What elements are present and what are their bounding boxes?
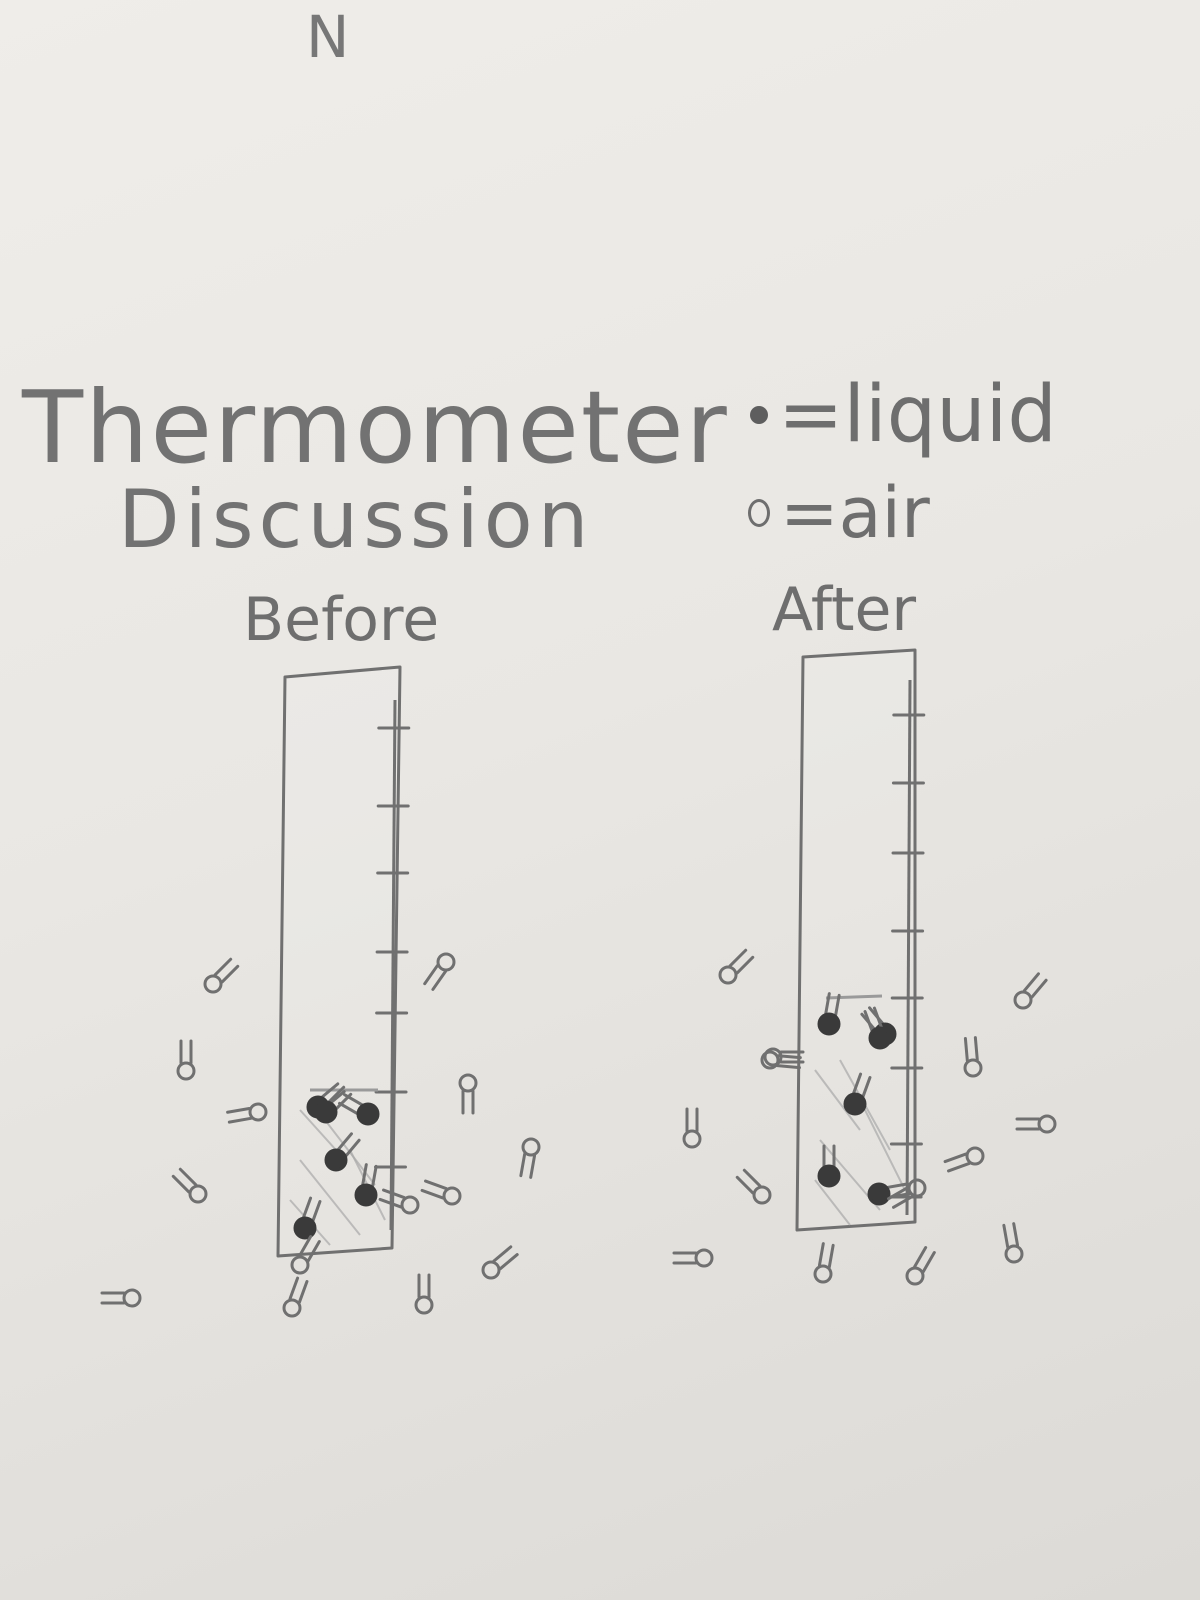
before-air-particle [519, 1137, 541, 1179]
before-air-particle [420, 1179, 462, 1206]
before-air-particle [378, 1188, 420, 1215]
legend-liquid: =liquid [750, 370, 1057, 460]
after-air-particle [1015, 1114, 1057, 1134]
before-thermometer [100, 665, 541, 1318]
air-circle-icon [748, 499, 770, 527]
after-thermometer [672, 648, 1057, 1286]
before-air-particle [481, 1245, 519, 1280]
after-scale-line [905, 679, 912, 1216]
after-liquid-particle [867, 1182, 911, 1206]
legend-liquid-label: =liquid [778, 370, 1057, 460]
after-air-particle [672, 1248, 714, 1268]
before-liquid-particle [354, 1163, 378, 1207]
after-air-particle [905, 1246, 936, 1286]
before-liquid-particle [293, 1196, 322, 1240]
after-liquid-particle [817, 992, 841, 1036]
before-scale-line [389, 699, 397, 1231]
after-air-particle [760, 1050, 802, 1070]
before-air-particle [458, 1073, 478, 1115]
after-air-particle [1002, 1222, 1024, 1264]
after-air-particle [887, 1178, 927, 1209]
before-air-particle [282, 1276, 309, 1318]
before-liquid-shading [299, 1159, 361, 1236]
before-air-particle [176, 1039, 196, 1081]
after-air-particle [718, 948, 755, 985]
before-air-particle [290, 1235, 321, 1275]
liquid-dot-icon [750, 406, 768, 424]
legend-air: =air [748, 472, 930, 554]
title-line-1: Thermometer [22, 369, 729, 486]
name-mark: N [306, 3, 350, 71]
before-air-particle [423, 952, 456, 991]
after-label: After [772, 575, 917, 645]
before-air-particle [171, 1167, 208, 1204]
after-liquid-shading [814, 1179, 851, 1226]
before-liquid-particle [324, 1132, 361, 1172]
after-liquid-particle [817, 1144, 841, 1188]
after-air-particle [682, 1107, 702, 1149]
after-liquid-shading [859, 1099, 906, 1191]
before-air-particle [100, 1288, 142, 1308]
after-air-particle [735, 1168, 772, 1205]
after-air-particle [943, 1146, 985, 1173]
after-liquid-particle [843, 1072, 872, 1116]
before-label: Before [243, 585, 440, 655]
after-air-particle [813, 1242, 835, 1284]
after-liquid-particle [863, 1006, 892, 1050]
before-air-particle [203, 957, 240, 994]
after-liquid-shading [814, 1069, 861, 1131]
legend-air-label: =air [780, 472, 930, 554]
after-liquid-level [825, 994, 883, 1000]
before-air-particle [226, 1102, 268, 1124]
before-air-particle [414, 1273, 434, 1315]
after-air-particle [963, 1036, 983, 1078]
title-line-2: Discussion [118, 473, 594, 566]
before-liquid-particle [314, 1085, 353, 1124]
after-air-particle [1013, 972, 1048, 1010]
